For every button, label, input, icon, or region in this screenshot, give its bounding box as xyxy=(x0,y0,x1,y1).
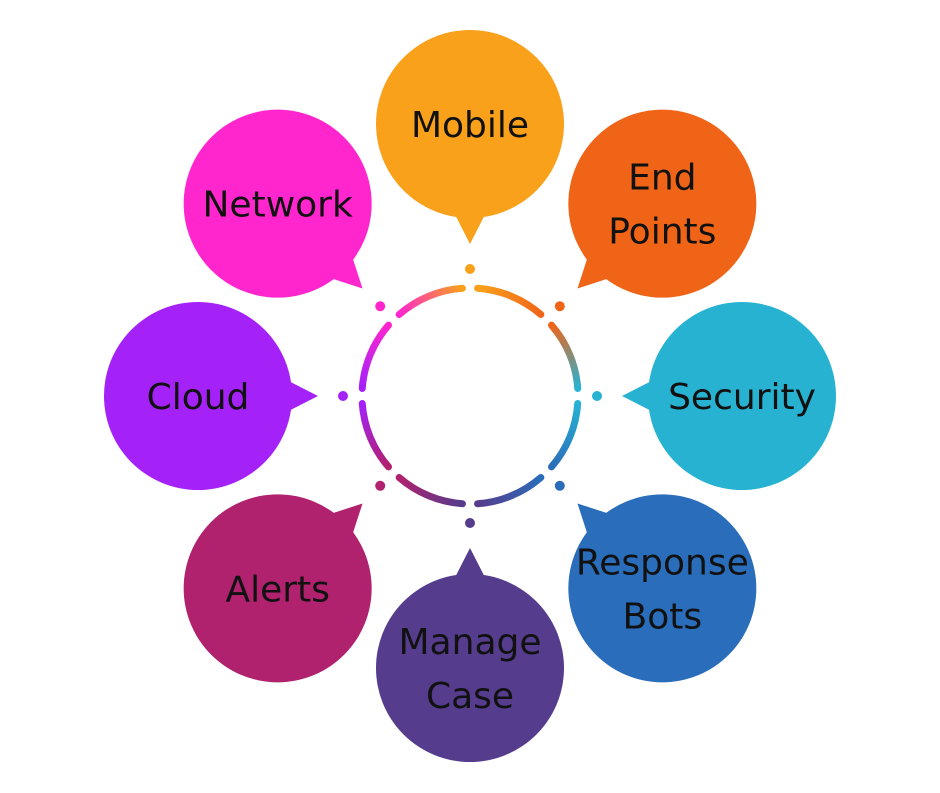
bubble-label: Points xyxy=(608,212,716,253)
connector-dot-manage xyxy=(465,518,475,528)
bubble-label: Bots xyxy=(623,596,703,637)
bubble-cloud: Cloud xyxy=(104,302,318,490)
connector-dot-mobile xyxy=(465,264,475,274)
bubble-circle xyxy=(104,302,292,490)
bubble-label: Manage xyxy=(399,622,542,663)
bubble-network: Network xyxy=(183,109,372,298)
bubble-label: Mobile xyxy=(411,105,529,146)
ring-arc-security xyxy=(548,400,582,471)
ring-arc-manage xyxy=(395,474,466,508)
connector-dot-network xyxy=(375,301,386,312)
connector-dot-cloud xyxy=(338,391,348,401)
bubble-label: End xyxy=(628,158,696,199)
ring-arc-response xyxy=(474,474,545,508)
ring-arc-network xyxy=(395,284,466,318)
center-ring xyxy=(358,284,582,508)
bubble-circle xyxy=(648,302,836,490)
connector-dot-endpoints xyxy=(554,301,565,312)
connector-dots xyxy=(338,264,602,528)
bubble-alerts: Alerts xyxy=(183,494,372,683)
bubble-label: Response xyxy=(576,542,749,583)
ring-arc-endpoints xyxy=(548,321,582,392)
bubble-label: Network xyxy=(203,185,353,226)
connector-dot-alerts xyxy=(375,480,386,491)
bubble-circle xyxy=(183,109,372,298)
bubble-circle xyxy=(183,494,372,683)
bubble-mobile: Mobile xyxy=(376,30,564,244)
bubble-label: Case xyxy=(426,676,514,717)
bubble-circle xyxy=(376,30,564,218)
bubble-label: Alerts xyxy=(225,569,329,610)
connector-dot-security xyxy=(592,391,602,401)
bubble-circle xyxy=(376,574,564,762)
bubble-circle xyxy=(568,494,757,683)
bubble-security: Security xyxy=(622,302,836,490)
ring-arc-cloud xyxy=(358,321,392,392)
bubble-label: Cloud xyxy=(147,377,250,418)
bubble-circle xyxy=(568,109,757,298)
bubble-label: Security xyxy=(668,377,816,418)
ring-arc-alerts xyxy=(358,400,392,471)
speech-bubbles: MobileEndPointsSecurityResponseBotsManag… xyxy=(104,30,836,762)
connector-dot-response xyxy=(554,480,565,491)
ring-arc-mobile xyxy=(474,284,545,318)
